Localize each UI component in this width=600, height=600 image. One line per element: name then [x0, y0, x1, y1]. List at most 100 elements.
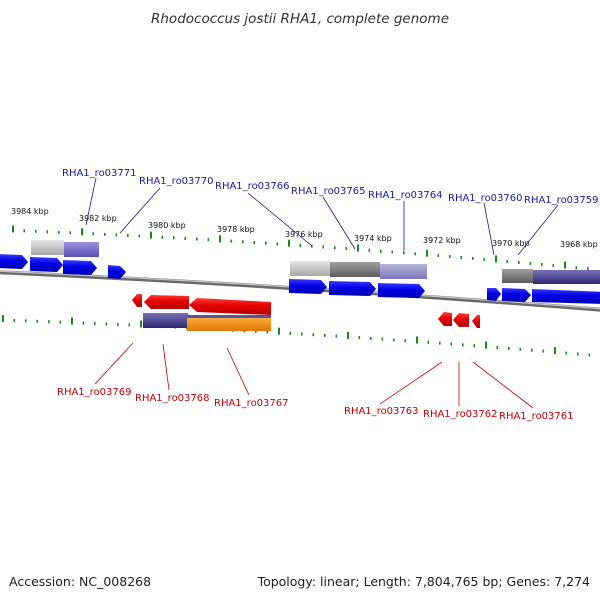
minor-tick — [128, 323, 131, 327]
major-tick — [71, 317, 73, 325]
minor-tick — [301, 332, 303, 336]
minor-tick — [462, 343, 464, 347]
major-tick — [347, 331, 349, 339]
gene-label-reverse[interactable]: RHA1_ro03763 — [344, 406, 419, 417]
gene-label-forward[interactable]: RHA1_ro03770 — [139, 176, 214, 187]
gene-label-forward[interactable]: RHA1_ro03766 — [215, 181, 290, 192]
label-leader-line — [322, 196, 356, 250]
minor-tick — [104, 232, 106, 236]
domain-bar — [187, 315, 271, 331]
minor-tick — [519, 347, 522, 351]
minor-tick — [496, 346, 499, 349]
kbp-label: 3980 kbp — [148, 221, 186, 230]
reverse-gene-arrow[interactable] — [189, 298, 271, 315]
reverse-gene-arrow[interactable] — [144, 295, 189, 309]
major-tick — [426, 249, 428, 257]
kbp-label: 3972 kbp — [423, 236, 461, 245]
accession-text: Accession: NC_008268 — [9, 574, 151, 589]
minor-tick — [94, 322, 96, 325]
minor-tick — [242, 240, 244, 244]
minor-tick — [127, 234, 129, 237]
minor-tick — [335, 334, 338, 338]
domain-bar — [380, 264, 427, 279]
reverse-gene-arrow[interactable] — [472, 315, 480, 328]
minor-tick — [253, 241, 256, 244]
gene-label-reverse[interactable]: RHA1_ro03761 — [499, 411, 574, 422]
gene-label-forward[interactable]: RHA1_ro03759 — [524, 195, 599, 206]
minor-tick — [276, 242, 279, 246]
minor-tick — [255, 329, 257, 333]
minor-tick — [565, 351, 568, 355]
minor-tick — [115, 233, 118, 237]
gene-label-forward[interactable]: RHA1_ro03760 — [448, 193, 523, 204]
forward-gene-arrow[interactable] — [63, 260, 97, 275]
minor-tick — [324, 333, 326, 337]
minor-tick — [46, 230, 49, 234]
forward-gene-arrow[interactable] — [502, 288, 531, 302]
minor-tick — [92, 232, 95, 236]
forward-genes — [0, 254, 600, 304]
reverse-gene-arrow[interactable] — [132, 294, 142, 307]
minor-tick — [36, 319, 39, 323]
label-leader-line — [119, 187, 161, 234]
domain-bar — [143, 313, 188, 328]
minor-tick — [358, 336, 361, 340]
major-tick — [554, 347, 556, 355]
gene-label-forward[interactable]: RHA1_ro03764 — [368, 190, 443, 201]
forward-labels: RHA1_ro03771 RHA1_ro03770 RHA1_ro03766 R… — [62, 168, 599, 256]
label-leader-line — [472, 361, 534, 409]
forward-gene-arrow[interactable] — [0, 254, 28, 269]
gene-label-forward[interactable]: RHA1_ro03765 — [291, 186, 366, 197]
major-tick — [81, 228, 83, 236]
minor-tick — [473, 344, 476, 348]
gene-label-reverse[interactable]: RHA1_ro03767 — [214, 398, 289, 409]
minor-tick — [105, 322, 108, 326]
gene-label-forward[interactable]: RHA1_ro03771 — [62, 168, 137, 179]
minor-tick — [506, 259, 509, 263]
domain-bar — [502, 269, 533, 283]
minor-tick — [173, 236, 175, 240]
major-tick — [2, 315, 4, 323]
gene-label-reverse[interactable]: RHA1_ro03768 — [135, 393, 210, 404]
forward-domains — [31, 240, 600, 284]
forward-gene-arrow[interactable] — [30, 257, 63, 272]
minor-tick — [552, 264, 555, 267]
reverse-gene-arrow[interactable] — [438, 312, 452, 326]
forward-gene-arrow[interactable] — [487, 288, 501, 301]
minor-tick — [25, 319, 27, 323]
reverse-domains — [143, 313, 271, 331]
minor-tick — [138, 234, 141, 238]
major-tick — [278, 327, 280, 335]
reverse-gene-arrow[interactable] — [453, 313, 469, 327]
forward-gene-arrow[interactable] — [289, 279, 327, 294]
minor-tick — [460, 256, 463, 259]
minor-tick — [439, 341, 441, 345]
label-leader-line — [85, 177, 97, 226]
kbp-label: 3984 kbp — [11, 207, 49, 216]
minor-tick — [23, 229, 26, 233]
topology-text: Topology: linear; Length: 7,804,765 bp; … — [257, 574, 590, 589]
forward-gene-arrow[interactable] — [329, 281, 376, 296]
major-tick — [140, 320, 142, 328]
gene-label-reverse[interactable]: RHA1_ro03762 — [423, 409, 498, 420]
minor-tick — [289, 331, 292, 335]
reverse-genes — [132, 294, 480, 328]
minor-tick — [380, 249, 382, 253]
minor-tick — [312, 333, 315, 337]
minor-tick — [207, 238, 210, 242]
forward-gene-arrow[interactable] — [532, 289, 600, 304]
forward-gene-arrow[interactable] — [378, 283, 425, 298]
minor-tick — [529, 261, 532, 265]
minor-tick — [266, 330, 269, 334]
minor-tick — [381, 337, 384, 341]
minor-tick — [450, 342, 453, 346]
minor-tick — [230, 239, 233, 243]
major-tick — [495, 255, 497, 263]
minor-tick — [575, 266, 578, 270]
forward-gene-arrow[interactable] — [108, 265, 126, 279]
domain-bar — [330, 262, 380, 277]
label-leader-line — [247, 192, 313, 247]
gene-label-reverse[interactable]: RHA1_ro03769 — [57, 387, 132, 398]
major-tick — [564, 261, 566, 269]
